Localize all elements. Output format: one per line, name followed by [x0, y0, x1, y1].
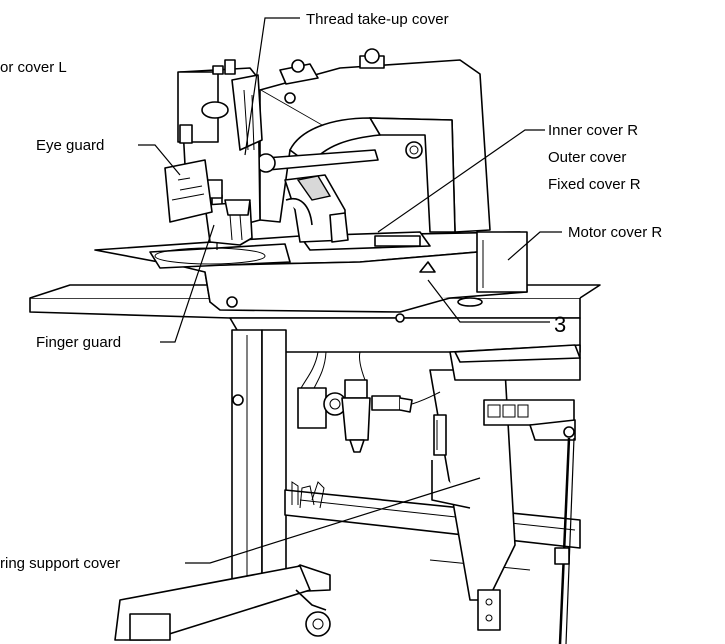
label-outer-cover: Outer cover [548, 149, 626, 166]
air-regulator [297, 351, 441, 453]
label-motor-cover-l: or cover L [0, 59, 67, 76]
label-eye-guard: Eye guard [36, 137, 104, 154]
machine-head [177, 59, 263, 250]
label-motor-cover-r: Motor cover R [568, 224, 662, 241]
label-callout-number: 3 [554, 312, 566, 337]
machine-arm [256, 48, 491, 243]
bearing-support-cover-part [429, 369, 516, 631]
eye-guard-part [164, 159, 213, 223]
label-thread-takeup-cover: Thread take-up cover [306, 11, 449, 28]
machine-bed [94, 231, 528, 323]
leader-lines [138, 17, 562, 564]
label-inner-cover-r: Inner cover R [548, 122, 638, 139]
label-bearing-support-cover: ring support cover [0, 555, 120, 572]
label-fixed-cover-r: Fixed cover R [548, 176, 641, 193]
thread-hanger [291, 481, 325, 509]
control-box [449, 344, 581, 644]
labels: Thread take-up cover or cover L Eye guar… [0, 11, 662, 572]
label-finger-guard: Finger guard [36, 334, 121, 351]
